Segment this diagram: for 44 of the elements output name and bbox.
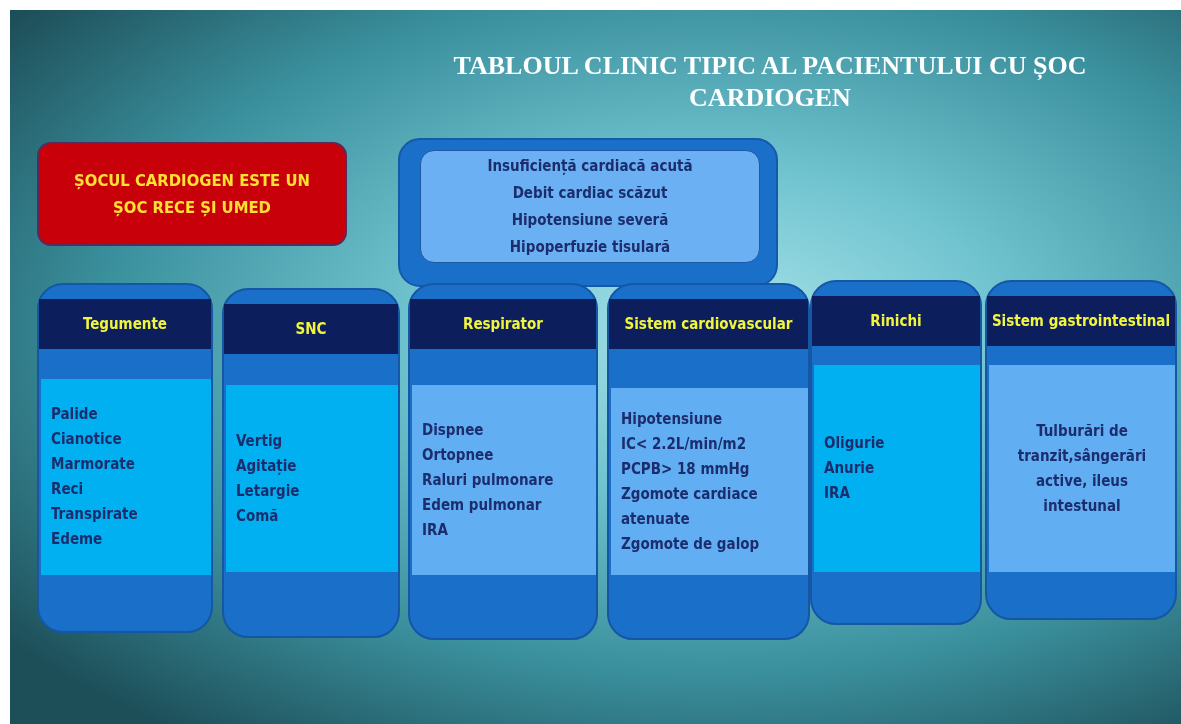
symptom-text: Dispnee	[422, 419, 484, 441]
category-card	[607, 283, 810, 640]
symptom-text: Palide	[51, 404, 98, 425]
symptom-text: Edem pulmonar	[422, 494, 542, 516]
column-header: Tegumente	[39, 299, 211, 349]
summary-line: Hipotensiune severă	[511, 209, 669, 231]
symptom-text: Vertig	[236, 430, 283, 452]
column-header: Sistem cardiovascular	[609, 299, 808, 349]
symptom-text: Comă	[236, 505, 279, 527]
symptom-text: Transpirate	[51, 504, 138, 525]
symptom-text: Edeme	[51, 529, 103, 550]
category-card	[37, 283, 213, 633]
symptom-text: Ortopnee	[422, 444, 494, 466]
symptom-text: Anurie	[824, 458, 875, 479]
summary-line: Hipoperfuzie tisulară	[509, 236, 671, 258]
symptom-text: Marmorate	[51, 454, 135, 475]
symptom-text: Raluri pulmonare	[422, 469, 554, 491]
symptom-text: Hipotensiune	[621, 408, 723, 430]
category-card	[985, 280, 1177, 620]
symptom-text: IC< 2.2L/min/m2	[621, 433, 747, 455]
column-header: Rinichi	[812, 296, 980, 346]
symptom-text: Tulburări de tranzit,sângerări active, ileus intestunal	[1016, 420, 1148, 517]
column-header: Respirator	[410, 299, 596, 349]
column-header: Sistem gastrointestinal	[987, 296, 1175, 346]
symptom-text: Cianotice	[51, 429, 122, 450]
summary-box	[398, 138, 778, 287]
symptom-text: IRA	[824, 483, 850, 504]
symptom-text: IRA	[422, 519, 448, 541]
summary-line: Insuficiență cardiacă acută	[487, 155, 693, 177]
symptom-text: Reci	[51, 479, 84, 500]
symptom-text: Oligurie	[824, 433, 885, 454]
alert-box	[37, 142, 347, 246]
category-card	[408, 283, 598, 640]
column-header: SNC	[224, 304, 398, 354]
symptom-text: PCPB> 18 mmHg	[621, 458, 750, 480]
slide-title: TABLOUL CLINIC TIPIC AL PACIENTULUI CU ȘOC CARDIOGEN	[452, 50, 1088, 114]
category-card	[810, 280, 982, 625]
symptom-text: Agitație	[236, 455, 297, 477]
category-card	[222, 288, 400, 638]
alert-text: ȘOCUL CARDIOGEN ESTE UN ȘOC RECE ȘI UMED	[73, 170, 311, 219]
symptom-text: Letargie	[236, 480, 300, 502]
summary-line: Debit cardiac scăzut	[512, 182, 668, 204]
symptom-text: Zgomote cardiace atenuate	[621, 483, 759, 530]
symptom-text: Zgomote de galop	[621, 533, 760, 555]
